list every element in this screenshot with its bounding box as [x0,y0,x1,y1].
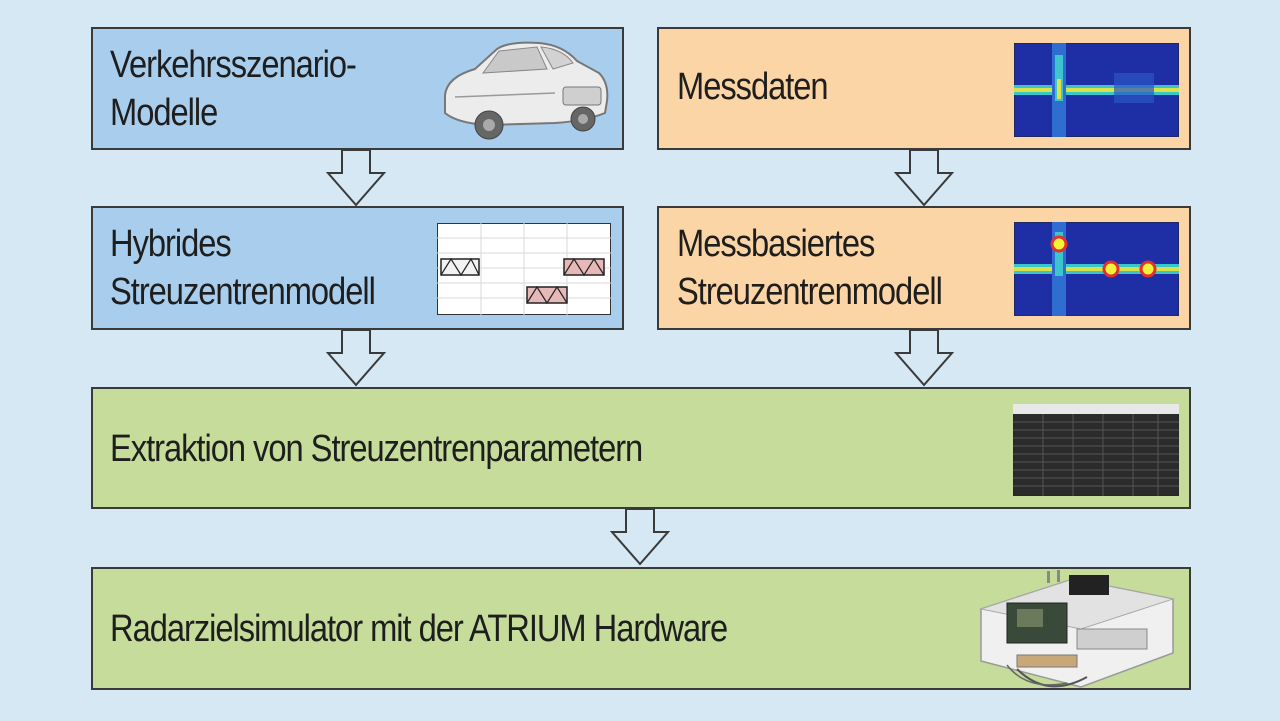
hybrid-model-grid-icon [437,223,611,315]
extraction-label: Extraktion von Streuzentrenparametern [110,425,643,473]
arrow-hybrid-to-extraction [326,329,386,387]
measured-model-box: Messbasiertes Streuzentrenmodell [657,206,1191,330]
measurement-data-label-line-1: Messdaten [677,66,829,108]
extraction-label-line-1: Extraktion von Streuzentrenparametern [110,428,643,470]
hybrid-model-label-line-2: Streuzentrenmodell [110,271,376,313]
scatter-centers-spectrum-icon [1014,222,1179,316]
atrium-hardware-icon [979,570,1175,688]
simulator-box: Radarzielsimulator mit der ATRIUM Hardwa… [91,567,1191,690]
car-model-icon [444,41,609,140]
simulator-label: Radarzielsimulator mit der ATRIUM Hardwa… [110,605,728,653]
scenario-models-label: Verkehrsszenario- Modelle [110,41,357,137]
measurement-data-label: Messdaten [677,63,829,111]
simulator-label-line-1: Radarzielsimulator mit der ATRIUM Hardwa… [110,608,728,650]
arrow-scenario-to-hybrid [326,149,386,207]
hybrid-model-label: Hybrides Streuzentrenmodell [110,220,376,316]
arrow-measured-model-to-extraction [894,329,954,387]
measured-model-label-line-1: Messbasiertes [677,223,875,265]
arrow-measurement-to-measured-model [894,149,954,207]
extraction-box: Extraktion von Streuzentrenparametern [91,387,1191,509]
radar-spectrum-icon [1014,43,1179,137]
measured-model-label-line-2: Streuzentrenmodell [677,271,943,313]
measured-model-label: Messbasiertes Streuzentrenmodell [677,220,943,316]
scenario-models-box: Verkehrsszenario- Modelle [91,27,624,150]
measurement-data-box: Messdaten [657,27,1191,150]
parameter-table-icon [1013,404,1179,496]
scenario-models-label-line-2: Modelle [110,92,218,134]
hybrid-model-label-line-1: Hybrides [110,223,232,265]
hybrid-model-box: Hybrides Streuzentrenmodell [91,206,624,330]
scenario-models-label-line-1: Verkehrsszenario- [110,44,357,86]
arrow-extraction-to-simulator [610,508,670,566]
